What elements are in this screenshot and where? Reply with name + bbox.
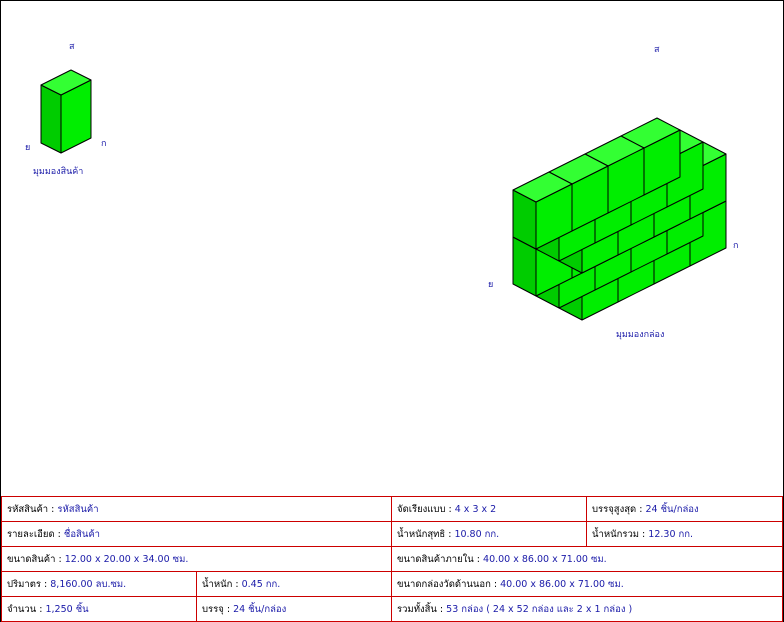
product-view: ส ย ก มุมมองสินค้า [25, 42, 106, 177]
inner-size-value: 40.00 x 86.00 x 71.00 ซม. [483, 553, 607, 565]
carton-axis-left-label: ย [488, 280, 493, 290]
weight-cell: น้ำหนัก : 0.45 กก. [196, 571, 392, 597]
total-value: 53 กล่อง ( 24 x 52 กล่อง และ 2 x 1 กล่อง… [446, 603, 633, 615]
inner-size-label: ขนาดสินค้าภายใน : [397, 553, 480, 565]
volume-value: 8,160.00 ลบ.ซม. [50, 578, 127, 590]
carton-axis-top-label: ส [654, 45, 660, 55]
details-cell: รายละเอียด : ชื่อสินค้า [1, 521, 392, 547]
outer-size-label: ขนาดกล่องวัดด้านนอก : [397, 578, 498, 590]
net-weight-value: 10.80 กก. [454, 528, 500, 540]
volume-cell: ปริมาตร : 8,160.00 ลบ.ซม. [1, 571, 197, 597]
product-view-caption: มุมมองสินค้า [33, 166, 83, 177]
outer-size-cell: ขนาดกล่องวัดด้านนอก : 40.00 x 86.00 x 71… [391, 571, 783, 597]
table-row: ปริมาตร : 8,160.00 ลบ.ซม. น้ำหนัก : 0.45… [1, 571, 783, 597]
table-row: รายละเอียด : ชื่อสินค้า น้ำหนักสุทธิ : 1… [1, 521, 783, 547]
product-code-value: รหัสสินค้า [57, 503, 99, 515]
product-box-3d [40, 69, 92, 154]
pack-value: 24 ชิ้น/กล่อง [233, 603, 287, 615]
carton-view: ส ย ก มุมมองกล่อง [488, 45, 738, 340]
quantity-cell: จำนวน : 1,250 ชิ้น [1, 596, 197, 622]
arrangement-label: จัดเรียงแบบ : [397, 503, 452, 515]
table-row: ขนาดสินค้า : 12.00 x 20.00 x 34.00 ซม. ข… [1, 546, 783, 572]
packing-info-table: รหัสสินค้า : รหัสสินค้า จัดเรียงแบบ : 4 … [1, 496, 783, 622]
max-pack-cell: บรรจุสูงสุด : 24 ชิ้น/กล่อง [586, 496, 783, 522]
carton-box-face-top [512, 171, 573, 203]
inner-size-cell: ขนาดสินค้าภายใน : 40.00 x 86.00 x 71.00 … [391, 546, 783, 572]
net-weight-label: น้ำหนักสุทธิ : [397, 528, 452, 540]
product-axis-right-label: ก [101, 139, 106, 149]
volume-label: ปริมาตร : [7, 578, 48, 590]
details-label: รายละเอียด : [7, 528, 61, 540]
pack-cell: บรรจุ : 24 ชิ้น/กล่อง [196, 596, 392, 622]
arrangement-cell: จัดเรียงแบบ : 4 x 3 x 2 [391, 496, 587, 522]
arrangement-value: 4 x 3 x 2 [454, 503, 497, 515]
product-axis-left-label: ย [25, 143, 30, 153]
net-weight-cell: น้ำหนักสุทธิ : 10.80 กก. [391, 521, 587, 547]
gross-weight-label: น้ำหนักรวม : [592, 528, 646, 540]
gross-weight-cell: น้ำหนักรวม : 12.30 กก. [586, 521, 783, 547]
packing-diagram: ส ย ก มุมมองสินค้า ส ย ก มุมมองกล่อง [25, 42, 738, 340]
product-code-label: รหัสสินค้า : [7, 503, 55, 515]
carton-axis-right-label: ก [733, 241, 738, 251]
product-box-face-side [40, 84, 62, 154]
product-box-face-top [40, 69, 92, 96]
table-row: จำนวน : 1,250 ชิ้น บรรจุ : 24 ชิ้น/กล่อง… [1, 596, 783, 622]
total-cell: รวมทั้งสิ้น : 53 กล่อง ( 24 x 52 กล่อง แ… [391, 596, 783, 622]
product-code-cell: รหัสสินค้า : รหัสสินค้า [1, 496, 392, 522]
outer-size-value: 40.00 x 86.00 x 71.00 ซม. [500, 578, 624, 590]
product-axis-top-label: ส [69, 42, 75, 52]
max-pack-label: บรรจุสูงสุด : [592, 503, 643, 515]
weight-label: น้ำหนัก : [202, 578, 239, 590]
table-row: รหัสสินค้า : รหัสสินค้า จัดเรียงแบบ : 4 … [1, 496, 783, 522]
carton-box-stack [512, 117, 727, 321]
weight-value: 0.45 กก. [241, 578, 281, 590]
product-size-label: ขนาดสินค้า : [7, 553, 62, 565]
total-label: รวมทั้งสิ้น : [397, 603, 444, 615]
max-pack-value: 24 ชิ้น/กล่อง [645, 503, 699, 515]
quantity-label: จำนวน : [7, 603, 43, 615]
quantity-value: 1,250 ชิ้น [45, 603, 89, 615]
gross-weight-value: 12.30 กก. [648, 528, 694, 540]
details-value: ชื่อสินค้า [63, 528, 101, 540]
product-size-value: 12.00 x 20.00 x 34.00 ซม. [64, 553, 189, 565]
carton-view-caption: มุมมองกล่อง [616, 330, 664, 340]
product-size-cell: ขนาดสินค้า : 12.00 x 20.00 x 34.00 ซม. [1, 546, 392, 572]
pack-label: บรรจุ : [202, 603, 231, 615]
